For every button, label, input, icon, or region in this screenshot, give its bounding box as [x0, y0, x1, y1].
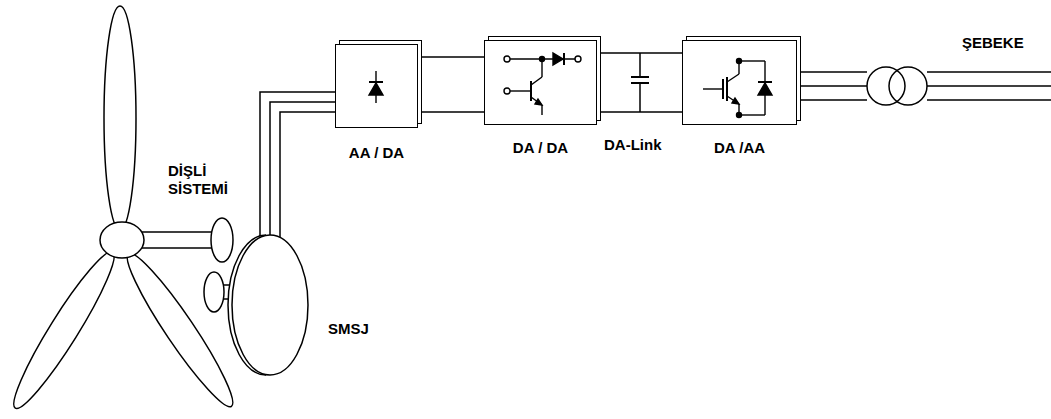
converter-outline [335, 44, 418, 128]
generator-body [225, 232, 313, 378]
blade [117, 246, 243, 414]
converter-box: AA / DA [335, 44, 418, 128]
wire [418, 56, 484, 58]
blade [104, 6, 136, 230]
power-connection [597, 53, 682, 112]
wire [927, 71, 1051, 73]
wire [280, 112, 335, 237]
main-shaft [138, 232, 216, 248]
power-connection [418, 57, 484, 112]
blade [3, 245, 124, 416]
wire [270, 102, 335, 237]
generator: SMSJ [225, 232, 313, 378]
wire [597, 52, 682, 54]
node-label: DA / DA [513, 139, 568, 157]
gear [204, 272, 224, 312]
wire [597, 111, 682, 113]
wire [927, 85, 1051, 87]
node-label: SMSJ [328, 320, 369, 338]
converter-outline [484, 40, 597, 125]
node-label: AA / DA [349, 144, 404, 162]
dc-link-label: DA-Link [604, 136, 662, 154]
transformer-winding [889, 67, 927, 105]
power-connection [260, 92, 335, 237]
generator-outline [225, 232, 313, 378]
wire [418, 111, 484, 113]
node-label: DA /AA [714, 139, 765, 157]
diode-symbol [336, 45, 416, 126]
wire [927, 99, 1051, 101]
hub [100, 222, 144, 258]
wire [797, 71, 867, 73]
wire [797, 99, 867, 101]
wire [797, 85, 867, 87]
converter-box: DA /AA [682, 40, 797, 125]
capacitor-plate [631, 76, 649, 78]
capacitor-lead [639, 83, 641, 112]
capacitor-lead [639, 53, 641, 77]
transformer-winding [867, 67, 905, 105]
igbt-symbol [683, 41, 795, 123]
converter-box: DA / DA [484, 40, 597, 125]
grid-label: ŞEBEKE [962, 34, 1024, 52]
gear [211, 218, 233, 262]
wire [260, 92, 335, 237]
converter-outline [682, 40, 797, 125]
chopper-symbol [485, 41, 595, 123]
gear-label: DİŞLİ SİSTEMİ [168, 162, 248, 198]
